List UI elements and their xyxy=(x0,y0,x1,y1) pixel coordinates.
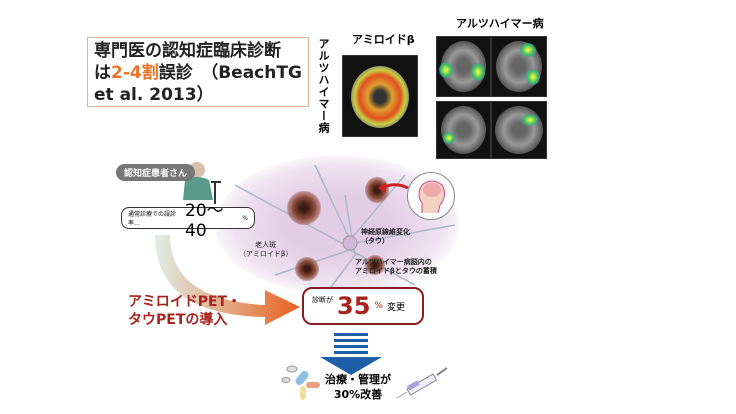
accumulation-label: アルツハイマー病脳内の アミロイドβとタウの蓄積 xyxy=(355,258,437,275)
result-pre: 診断が xyxy=(312,296,333,304)
misdiagnosis-label: 通常診療での誤診率… xyxy=(128,211,177,227)
treat-line1: 治療・管理が xyxy=(325,373,391,386)
misdiagnosis-bubble: 通常診療での誤診率… 20〜40 % xyxy=(121,201,255,241)
treatment-text: 治療・管理が 30%改善 xyxy=(325,372,391,402)
amyloid-pet-image xyxy=(342,55,418,137)
red-arrow-icon xyxy=(378,182,409,193)
title-line1: 専門医の認知症臨床診断 xyxy=(94,41,281,61)
result-unit: % xyxy=(374,301,383,311)
misdiagnosis-unit: % xyxy=(242,214,248,222)
result-box: 診断が 35 % 変更 xyxy=(302,287,424,325)
title-line2: は2-4割誤診 （BeachTG xyxy=(94,62,302,84)
tau-pet-image-3 xyxy=(436,101,491,159)
title-box: 専門医の認知症臨床診断 は2-4割誤診 （BeachTG et al. 2013… xyxy=(87,37,309,107)
result-post: 変更 xyxy=(386,302,405,313)
title-text: 誤診 （BeachTG xyxy=(158,63,302,83)
syringe-icon xyxy=(396,367,448,399)
pills-icon xyxy=(281,365,320,400)
title-text: は xyxy=(94,63,111,83)
patient-label: 認知症患者さん xyxy=(116,164,196,181)
treat-line2: 30%改善 xyxy=(333,388,383,401)
head-brain-icon xyxy=(407,172,455,220)
pet-line1: アミロイドPET・ xyxy=(128,294,242,310)
tangle-label: 神経原線維変化 （タウ） xyxy=(361,228,410,245)
pet-introduction-text: アミロイドPET・ タウPETの導入 xyxy=(128,293,241,329)
plaque-label: 老人斑 （アミロイドβ） xyxy=(239,241,293,258)
tau-pet-image-2 xyxy=(491,36,547,97)
down-arrow-icon xyxy=(320,333,382,375)
result-value: 35 xyxy=(337,292,371,320)
patient-wheelchair-icon xyxy=(183,162,221,204)
vertical-label: アルツハイマー病 xyxy=(317,38,330,134)
alzheimer-label: アルツハイマー病 xyxy=(456,17,544,30)
pet-line2: タウPETの導入 xyxy=(128,312,228,328)
title-line3: et al. 2013） xyxy=(94,85,214,105)
amyloid-label: アミロイドβ xyxy=(352,33,415,46)
highlight-text: 2-4割 xyxy=(111,63,159,83)
tau-pet-image-1 xyxy=(436,36,491,97)
tau-pet-image-4 xyxy=(491,101,547,159)
curved-arrow-icon xyxy=(155,235,300,325)
misdiagnosis-value: 20〜40 xyxy=(185,200,224,241)
